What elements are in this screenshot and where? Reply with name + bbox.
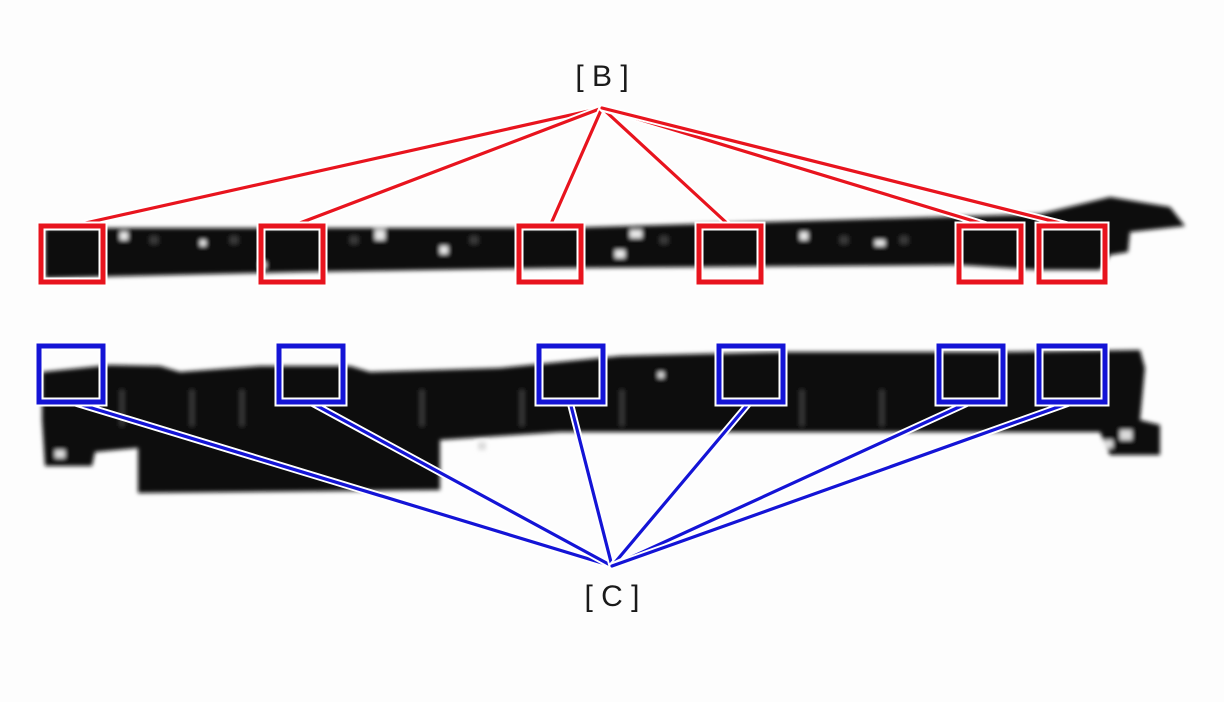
leader-line-upper-4	[600, 106, 732, 228]
marker-box-upper-5	[956, 223, 1024, 285]
marker-box-upper-2	[258, 223, 326, 285]
lower-callout-markers	[34, 341, 1110, 407]
leader-line-lower-2	[308, 400, 614, 568]
leader-line-upper-1	[70, 106, 604, 228]
marker-box-lower-4	[716, 343, 786, 405]
marker-box-lower-6	[1036, 343, 1108, 405]
leader-line-upper-6	[600, 106, 1074, 228]
leader-line-upper-2	[290, 106, 604, 228]
marker-box-upper-6	[1036, 223, 1108, 285]
leader-line-upper-3	[548, 106, 604, 228]
leader-line-lower-6	[610, 400, 1074, 568]
marker-box-upper-4	[696, 223, 764, 285]
leader-line-lower-1	[70, 400, 614, 568]
callout-label-lower: [ C ]	[584, 580, 639, 613]
lower-callout-leaders	[68, 398, 1076, 570]
marker-box-lower-3	[536, 343, 606, 405]
upper-callout-leaders	[68, 104, 1076, 230]
callout-label-upper: [ B ]	[575, 60, 628, 93]
marker-box-upper-1	[38, 223, 106, 285]
marker-box-lower-2	[276, 343, 346, 405]
lower-rail-part	[42, 350, 1160, 493]
marker-box-upper-3	[516, 223, 584, 285]
leader-line-lower-3	[568, 400, 614, 568]
upper-callout-markers	[36, 221, 1110, 287]
upper-rail-part	[45, 197, 1185, 278]
marker-box-lower-1	[36, 343, 106, 405]
leader-line-lower-4	[610, 400, 752, 568]
leader-line-lower-5	[610, 400, 972, 568]
marker-box-lower-5	[936, 343, 1006, 405]
